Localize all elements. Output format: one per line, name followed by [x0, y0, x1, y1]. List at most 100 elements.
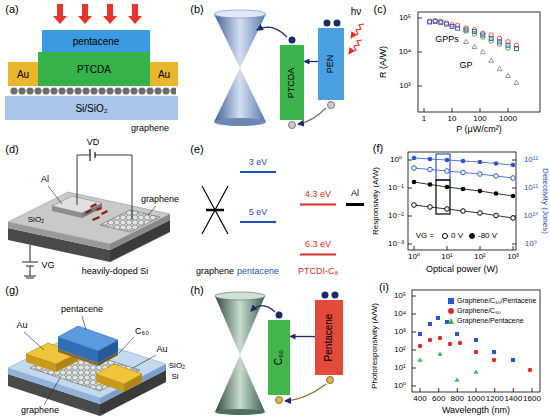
annotation-label: 800 — [451, 395, 464, 404]
annotation-label: R (A/W) — [379, 46, 389, 78]
annotation-label: 10¹² — [524, 156, 538, 165]
annotation-label: P (μW/cm²) — [456, 125, 502, 135]
annotation-label: 10¹¹ — [524, 184, 538, 193]
layer-box: PTCDA — [38, 52, 150, 86]
annotation-label: 10⁻² — [388, 212, 404, 221]
annotation-label: PTCDI-C₈ — [298, 267, 338, 277]
annotation-label: 10⁴ — [399, 48, 411, 57]
layer-name: PTCDA — [287, 67, 297, 98]
annotation-label: 10⁻¹ — [388, 184, 404, 193]
layer-name: C₆₀ — [274, 350, 285, 365]
annotation-label: 5 eV — [249, 208, 268, 218]
annotation-label: pentacene — [61, 305, 103, 315]
annotation-label: SiO₂ — [28, 216, 44, 225]
annotation-label: 600 — [432, 395, 445, 404]
annotation-label: 1400 — [504, 395, 522, 404]
annotation-label: Au — [156, 345, 167, 355]
annotation-label: hν — [351, 6, 362, 17]
layer-name: pentacene — [73, 36, 120, 47]
annotation-label: Si — [171, 373, 178, 382]
layer-name: Au — [158, 69, 170, 80]
rotated-layer-box: PTCDA — [280, 45, 304, 120]
annotation-label: 6.3 eV — [305, 240, 331, 250]
annotation-label: 100 — [473, 115, 486, 124]
annotation-label: C₆₀ — [135, 327, 149, 337]
annotation-label: 10¹ — [441, 253, 453, 262]
panel-i-chart — [412, 290, 540, 392]
legend-text: 0 V — [451, 232, 463, 241]
panel-label: (h) — [190, 284, 203, 296]
annotation-label: 3 eV — [249, 158, 268, 168]
legend-swatch — [448, 318, 454, 324]
annotation-label: graphene — [131, 124, 169, 134]
panel-label: (c) — [374, 3, 387, 15]
layer-box: Au — [8, 62, 38, 86]
annotation-label: 1600 — [523, 395, 541, 404]
annotation-label: GP — [459, 61, 472, 71]
transfer-arrow — [290, 336, 315, 337]
layer-box: Si/SiO₂ — [5, 96, 178, 120]
annotation-label: Responsivity (A/W) — [372, 167, 381, 235]
legend-text: Graphene/C₆₀/Pentacene — [457, 297, 536, 305]
legend-text: Graphene/C₆₀ — [457, 307, 501, 315]
annotation-label: 10⁰ — [408, 253, 420, 262]
legend-swatch — [448, 308, 454, 314]
annotation-label: 10⁵ — [394, 292, 406, 301]
annotation-label: SiO₂ — [169, 362, 185, 371]
layer-name: Pentacene — [324, 314, 335, 362]
panel-label: (i) — [379, 281, 389, 293]
annotation-label: VG — [41, 261, 54, 271]
layer-box: Au — [150, 62, 178, 86]
annotation-label: graphene — [21, 406, 59, 416]
annotation-label: Al — [41, 175, 49, 185]
panel-f-chart — [408, 152, 516, 250]
rotated-layer-box: C₆₀ — [268, 320, 290, 395]
annotation-label: Wavelength (nm) — [442, 406, 510, 416]
legend-marker — [442, 233, 448, 239]
legend-text: -80 V — [478, 232, 497, 241]
annotation-label: Detectivity (Jones) — [541, 168, 550, 234]
annotation-label: 10³ — [399, 82, 411, 91]
panel-e-levels — [202, 172, 364, 255]
annotation-label: 1000 — [499, 115, 517, 124]
panel-c-chart — [418, 12, 540, 112]
rotated-layer-box: Pentacene — [315, 300, 343, 375]
panel-label: (e) — [190, 143, 203, 155]
layer-name: PTCDA — [77, 64, 111, 75]
annotation-label: 10⁴ — [394, 310, 406, 319]
transfer-arrow — [304, 61, 318, 62]
annotation-label: 10¹ — [394, 364, 406, 373]
layer-name: PEN — [326, 55, 336, 74]
annotation-label: VG = — [416, 232, 434, 241]
panel-label: (f) — [373, 142, 383, 154]
panel-label: (a) — [5, 3, 18, 15]
layer-name: Si/SiO₂ — [75, 103, 107, 114]
panel-b-art — [214, 10, 364, 129]
annotation-label: 10¹⁰ — [524, 212, 539, 221]
annotation-label: 10⁰ — [394, 382, 406, 391]
legend-swatch — [448, 298, 454, 304]
annotation-label: Au — [16, 321, 27, 331]
annotation-label: 10³ — [507, 253, 519, 262]
annotation-label: heavily-doped Si — [82, 267, 149, 277]
annotation-label: Optical power (W) — [426, 265, 498, 275]
panel-g-device — [8, 316, 166, 416]
layer-name: Au — [17, 69, 29, 80]
legend-text: Graphene/Pentacene — [457, 317, 524, 325]
annotation-label: Photoresponsivity (A/W) — [371, 303, 380, 389]
annotation-label: graphene — [141, 195, 179, 205]
annotation-label: 1 — [422, 115, 426, 124]
annotation-label: 10⁰ — [390, 156, 402, 165]
annotation-label: 1200 — [486, 395, 504, 404]
annotation-label: GPPs — [435, 35, 459, 45]
annotation-label: 10⁻³ — [388, 240, 404, 249]
rotated-layer-box: PEN — [318, 28, 344, 100]
annotation-label: 10² — [394, 346, 406, 355]
annotation-label: 10³ — [394, 328, 406, 337]
annotation-label: 10⁵ — [399, 14, 411, 23]
annotation-label: 10⁹ — [525, 240, 537, 249]
layer-box: pentacene — [42, 30, 150, 52]
annotation-label: 1000 — [467, 395, 485, 404]
panel-label: (g) — [5, 284, 18, 296]
